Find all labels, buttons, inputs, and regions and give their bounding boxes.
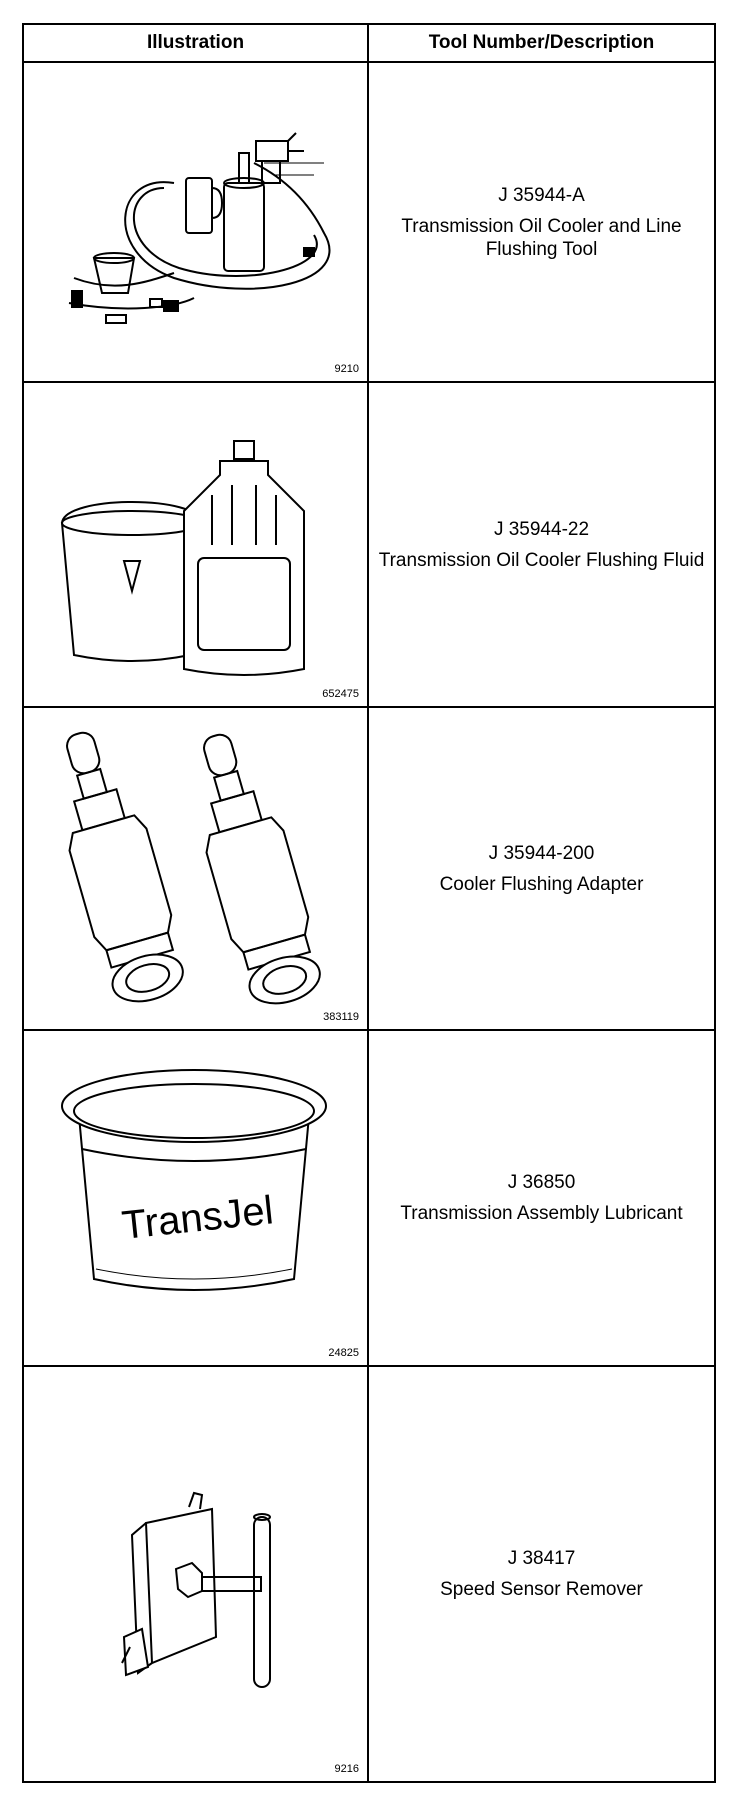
tool-description: Transmission Assembly Lubricant (400, 1203, 683, 1224)
table-row: TransJel 24825 J 36850 Transmission Asse… (24, 1031, 714, 1367)
illustration-cell: 652475 (24, 383, 367, 706)
table-row: 9216 J 38417 Speed Sensor Remover (24, 1367, 714, 1781)
table-row: 383119 J 35944-200 Cooler Flushing Adapt… (24, 708, 714, 1031)
illustration-column-header: Illustration (146, 32, 245, 53)
figure-number: 9210 (334, 363, 359, 375)
table-row: 9210 J 35944-A Transmission Oil Cooler a… (24, 63, 714, 383)
figure-number: 9216 (334, 1763, 359, 1775)
table-header: Illustration Tool Number/Description (24, 25, 714, 63)
description-cell: J 35944-200 Cooler Flushing Adapter (369, 708, 714, 1029)
tool-description: Speed Sensor Remover (440, 1579, 643, 1600)
tool-table: Illustration Tool Number/Description (22, 23, 716, 1783)
lubricant-tub-illustration: TransJel (61, 1069, 327, 1291)
column-divider (367, 25, 369, 1781)
speed-sensor-remover-illustration (121, 1491, 271, 1688)
flushing-tool-illustration (68, 132, 331, 324)
figure-number: 24825 (328, 1347, 359, 1359)
tool-description: Transmission Oil Cooler and Line Flushin… (401, 215, 682, 260)
bucket-and-jug-illustration (60, 440, 305, 676)
illustration-cell: TransJel 24825 (24, 1031, 367, 1365)
description-column-header: Tool Number/Description (428, 32, 655, 53)
figure-number: 652475 (322, 688, 359, 700)
description-cell: J 35944-22 Transmission Oil Cooler Flush… (369, 383, 714, 706)
tool-number: J 38417 (507, 1548, 576, 1569)
tool-number: J 36850 (507, 1172, 576, 1193)
description-cell: J 38417 Speed Sensor Remover (369, 1367, 714, 1781)
illustration-cell: 9216 (24, 1367, 367, 1781)
adapter-fittings-illustration (66, 731, 321, 1005)
tool-number: J 35944-22 (493, 518, 590, 540)
illustration-cell: 383119 (24, 708, 367, 1029)
description-cell: J 35944-A Transmission Oil Cooler and Li… (369, 63, 714, 381)
tool-description: Cooler Flushing Adapter (439, 873, 644, 895)
figure-number: 383119 (323, 1011, 359, 1023)
tool-number: J 35944-200 (488, 842, 595, 864)
table-row: 652475 J 35944-22 Transmission Oil Coole… (24, 383, 714, 708)
description-cell: J 36850 Transmission Assembly Lubricant (369, 1031, 714, 1365)
tool-number: J 35944-A (498, 184, 585, 206)
illustration-cell: 9210 (24, 63, 367, 381)
tool-description: Transmission Oil Cooler Flushing Fluid (378, 549, 705, 571)
